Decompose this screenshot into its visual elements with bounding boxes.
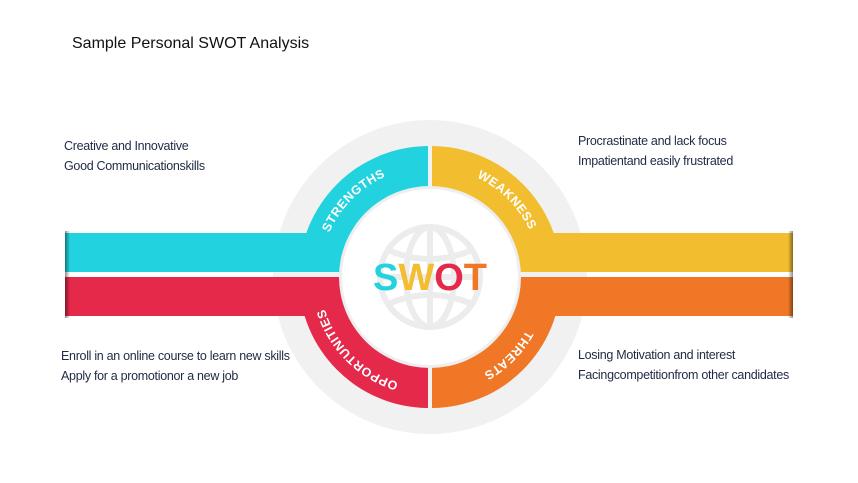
strengths-item: Good Communicationskills xyxy=(64,158,205,173)
opportunities-item: Enroll in an online course to learn new … xyxy=(61,349,290,363)
opportunities-list: Enroll in an online course to learn new … xyxy=(61,347,290,386)
bar-shadow-right xyxy=(788,231,793,318)
swot-center-text: SWOT xyxy=(373,257,487,299)
threats-item: Losing Motivation and interest xyxy=(578,348,736,362)
weakness-item: Impatientand easily frustrated xyxy=(578,153,733,168)
weakness-list: Procrastinate and lack focus Impatientan… xyxy=(578,132,733,171)
opportunities-item: Apply for a promotionor a new job xyxy=(61,368,239,383)
threats-item: Facingcompetitionfrom other candidates xyxy=(578,367,789,382)
bar-shadow-left xyxy=(65,231,70,318)
strengths-list: Creative and Innovative Good Communicati… xyxy=(64,137,205,176)
page-title: Sample Personal SWOT Analysis xyxy=(72,35,310,52)
threats-list: Losing Motivation and interest Facingcom… xyxy=(578,346,789,385)
weakness-item: Procrastinate and lack focus xyxy=(578,134,727,148)
globe-icon xyxy=(377,224,483,330)
strengths-item: Creative and Innovative xyxy=(64,139,189,153)
